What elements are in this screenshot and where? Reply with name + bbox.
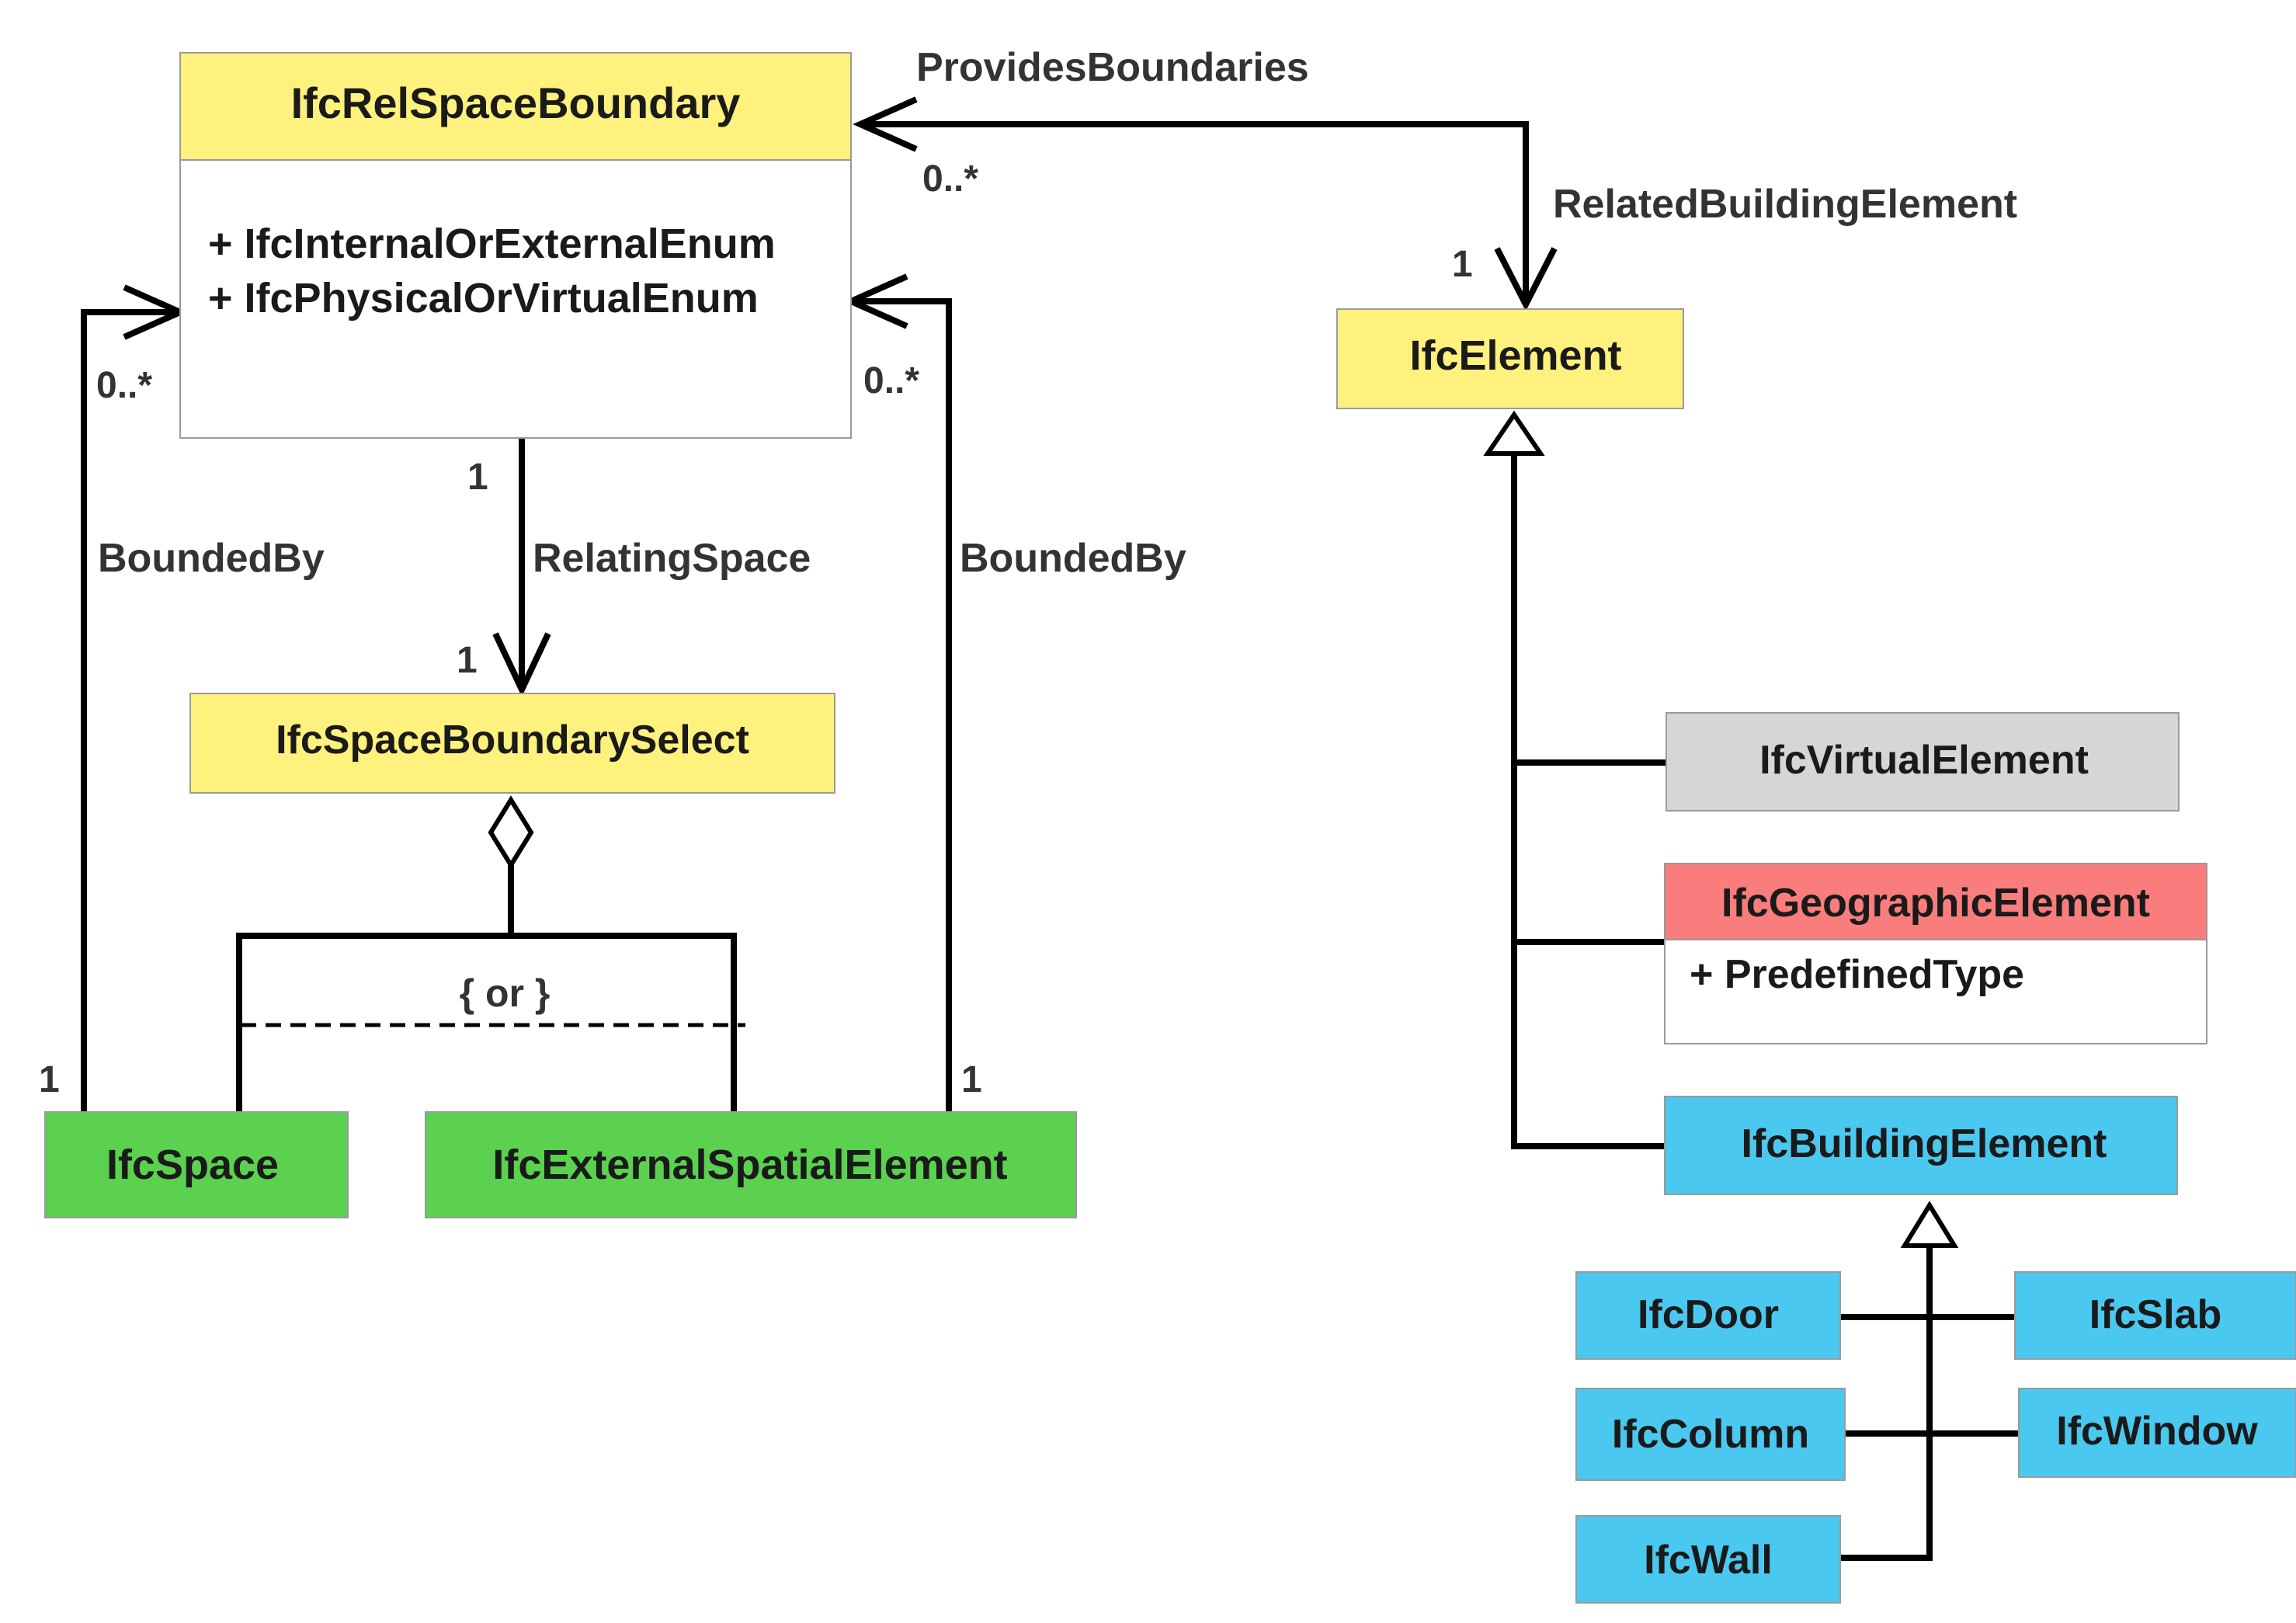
provides-boundaries-label: ProvidesBoundaries: [916, 45, 1309, 90]
or-constraint-label: { or }: [460, 971, 551, 1015]
ifc-door-title: IfcDoor: [1638, 1292, 1779, 1337]
ifc-space-boundary-select-class: IfcSpaceBoundarySelect: [189, 693, 835, 794]
ifc-geographic-element-header: [1664, 863, 2207, 940]
multiplicity-relating-bottom: 1: [457, 640, 478, 681]
ifc-virtual-element-title: IfcVirtualElement: [1759, 738, 2089, 783]
ifc-slab-box: [2014, 1271, 2296, 1360]
ifc-wall-title: IfcWall: [1644, 1538, 1773, 1583]
ifc-door-class: IfcDoor: [1575, 1271, 1841, 1360]
ifc-wall-class: IfcWall: [1575, 1515, 1841, 1604]
ifc-window-title: IfcWindow: [2056, 1409, 2258, 1454]
ifc-geographic-element-body: [1664, 939, 2207, 1044]
aggregation-diamond: [488, 795, 534, 870]
ifc-virtual-element-box: [1666, 712, 2180, 812]
ifc-space-class: IfcSpace: [44, 1111, 349, 1218]
ifc-wall-box: [1575, 1515, 1841, 1604]
ifc-door-box: [1575, 1271, 1841, 1360]
bounded-by-left-label: BoundedBy: [98, 536, 325, 581]
bounded-by-left-line: [81, 309, 179, 1112]
ifc-element-box: [1336, 308, 1684, 409]
bounded-by-right-label: BoundedBy: [960, 536, 1186, 581]
relating-space-label: RelatingSpace: [533, 536, 811, 581]
related-building-element-label: RelatedBuildingElement: [1553, 182, 2017, 227]
ifc-column-title: IfcColumn: [1612, 1412, 1809, 1457]
ifc-slab-class: IfcSlab: [2014, 1271, 2296, 1360]
ifc-building-element-title: IfcBuildingElement: [1742, 1121, 2107, 1166]
ifc-geographic-element-class: IfcGeographicElement + PredefinedType: [1664, 863, 2207, 1044]
provides-boundaries-arrowhead: [853, 96, 918, 152]
ifc-external-spatial-element-class: IfcExternalSpatialElement: [425, 1111, 1077, 1218]
multiplicity-bounded-left-one: 1: [39, 1059, 60, 1100]
ifc-slab-title: IfcSlab: [2089, 1292, 2222, 1337]
multiplicity-bounded-right-many: 0..*: [863, 360, 919, 401]
select-fork-line: [236, 933, 737, 1112]
ifc-space-boundary-select-title: IfcSpaceBoundarySelect: [276, 718, 749, 763]
ifc-external-spatial-element-title: IfcExternalSpatialElement: [492, 1142, 1007, 1188]
multiplicity-bounded-right-one: 1: [961, 1059, 982, 1100]
ifc-element-class: IfcElement: [1336, 308, 1684, 409]
ifc-rel-space-boundary-header: [179, 52, 852, 161]
element-generalization-triangle: [1483, 410, 1545, 456]
ifc-window-box: [2018, 1388, 2296, 1478]
ifc-geographic-element-title: IfcGeographicElement: [1721, 881, 2150, 926]
related-building-element-arrowhead: [1494, 247, 1558, 311]
ifc-column-box: [1575, 1388, 1846, 1481]
ifc-space-title: IfcSpace: [106, 1142, 279, 1188]
ifc-rel-space-boundary-title: IfcRelSpaceBoundary: [291, 78, 741, 127]
multiplicity-relating-top: 1: [467, 457, 488, 498]
ifc-geographic-element-attribute: + PredefinedType: [1690, 952, 2024, 997]
ifc-column-class: IfcColumn: [1575, 1388, 1846, 1481]
bounded-by-right-line: [851, 298, 952, 1112]
ifc-element-title: IfcElement: [1409, 332, 1621, 379]
multiplicity-provides-many: 0..*: [922, 158, 978, 200]
ifc-rel-space-boundary-attribute: + IfcInternalOrExternalEnum: [208, 221, 776, 267]
ifc-rel-space-boundary-attribute: + IfcPhysicalOrVirtualEnum: [208, 275, 759, 321]
ifc-external-spatial-element-box: [425, 1111, 1077, 1218]
multiplicity-related-one: 1: [1452, 244, 1473, 285]
ifc-space-box: [44, 1111, 349, 1218]
ifc-building-element-class: IfcBuildingElement: [1664, 1096, 2178, 1195]
provides-boundaries-line: [860, 121, 1529, 303]
multiplicity-bounded-left-many: 0..*: [96, 365, 152, 406]
relating-space-arrowhead: [492, 632, 551, 697]
ifc-rel-space-boundary-body: [179, 159, 852, 439]
ifc-virtual-element-class: IfcVirtualElement: [1666, 712, 2180, 812]
ifc-space-boundary-select-box: [189, 693, 835, 794]
building-element-generalization-triangle: [1900, 1201, 1959, 1248]
ifc-window-class: IfcWindow: [2018, 1388, 2296, 1478]
ifc-rel-space-boundary-class: IfcRelSpaceBoundary + IfcInternalOrExter…: [179, 52, 852, 439]
ifc-building-element-box: [1664, 1096, 2178, 1195]
